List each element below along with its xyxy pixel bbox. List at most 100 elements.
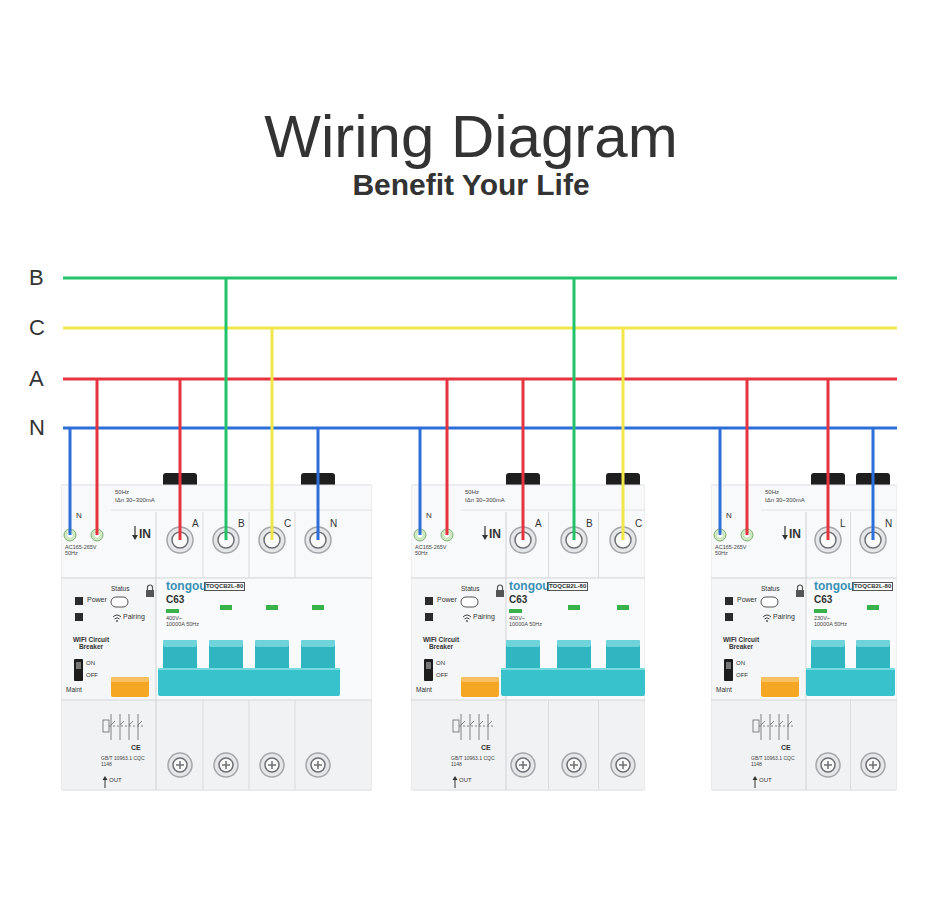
handle-bar <box>158 668 340 670</box>
bus-label: C <box>29 315 45 340</box>
green-indicator <box>509 609 522 613</box>
breaker-illustration <box>61 470 372 792</box>
small-terminal <box>64 529 76 541</box>
green-indicator <box>220 605 232 610</box>
pole-handle <box>163 640 197 647</box>
wifi-icon <box>766 620 768 622</box>
terminal-screw <box>218 532 234 548</box>
terminal-label: C <box>635 518 642 530</box>
screw-slot <box>872 761 874 769</box>
switch <box>74 659 83 681</box>
terminal-screw <box>311 758 325 772</box>
panel-edge <box>711 578 897 579</box>
out-arrow <box>755 780 756 788</box>
signal-led <box>725 613 733 621</box>
screw-slot <box>522 761 524 769</box>
switch <box>424 659 433 681</box>
terminal-label: N <box>330 518 337 530</box>
small-terminal <box>441 529 453 541</box>
indicator-label: Pairing <box>773 613 795 621</box>
power-led <box>425 597 433 605</box>
module-divider <box>806 512 807 790</box>
signal-led <box>75 613 83 621</box>
pole-divider <box>203 512 204 578</box>
switch-label: ON <box>736 660 745 667</box>
green-indicator <box>568 605 580 610</box>
model-number: TOQCB2L-80 <box>204 582 245 591</box>
screw-slot <box>827 761 829 769</box>
terminal-screw <box>260 753 284 777</box>
terminal-screw <box>515 532 531 548</box>
module-handle <box>111 677 149 697</box>
in-label: IN <box>139 528 151 542</box>
small-terminal-screw <box>95 533 100 538</box>
terminal-screw <box>172 532 188 548</box>
in-arrow <box>132 535 138 540</box>
breaker-body <box>711 485 897 790</box>
in-arrow <box>484 526 485 535</box>
pole-handle <box>255 640 289 647</box>
out-arrow <box>753 776 758 780</box>
screw-slot <box>622 761 624 769</box>
ce-mark: CE <box>131 744 141 752</box>
label-strip <box>111 510 372 511</box>
bus-line <box>63 277 897 280</box>
wifi-icon <box>116 620 118 622</box>
small-terminal-screw <box>418 533 423 538</box>
bus-bars <box>63 278 897 428</box>
indicator-label: Pairing <box>123 613 145 621</box>
rating-label: IΔn 30~300mA <box>765 497 805 504</box>
pole-handle <box>557 640 591 647</box>
green-indicator <box>814 609 827 613</box>
terminal-screw <box>310 532 326 548</box>
module-front <box>412 578 507 700</box>
top-panel <box>62 486 372 578</box>
schematic <box>138 721 142 725</box>
switch-knob <box>76 662 81 669</box>
model-number: TOQCB2L-80 <box>852 582 893 591</box>
green-indicator <box>312 605 324 610</box>
schematic <box>138 714 139 740</box>
indicator-label: Power <box>437 596 457 604</box>
breaker-body <box>411 485 645 790</box>
wifi-icon <box>113 615 121 619</box>
schematic <box>453 720 459 732</box>
terminal-screw <box>562 753 586 777</box>
bus-line <box>63 427 897 430</box>
out-arrow <box>105 780 106 788</box>
pole-divider <box>295 700 296 790</box>
schematic <box>461 714 462 740</box>
terminal-screw <box>561 527 587 553</box>
schematic <box>459 726 493 727</box>
lock-icon <box>148 585 153 590</box>
terminal-screw <box>264 532 280 548</box>
subtitle: Benefit Your Life <box>0 168 946 203</box>
pole-handle <box>856 640 890 647</box>
switch-label: OFF <box>86 672 98 679</box>
pole-handle <box>606 640 640 647</box>
terminal-screw <box>173 758 187 772</box>
rating-code: C63 <box>814 594 832 606</box>
terminal-screw <box>510 527 536 553</box>
schematic <box>479 721 483 725</box>
breaker-illustration <box>711 470 897 792</box>
terminal-screw <box>168 753 192 777</box>
rating-label: 400V~ 10000A 50Hz <box>509 615 545 628</box>
screw-slot <box>225 761 227 769</box>
supply-rating: AC165-265V 50Hz <box>415 544 459 557</box>
schematic <box>120 714 121 740</box>
breaker-illustration <box>411 470 645 792</box>
ce-mark: CE <box>781 744 791 752</box>
out-arrow <box>453 776 458 780</box>
switch-knob <box>726 662 731 669</box>
switch-label: Maint <box>416 686 432 693</box>
rating-label: 50Hz <box>465 489 479 496</box>
signal-led <box>425 613 433 621</box>
terminal-screw <box>865 532 881 548</box>
lock-icon <box>498 585 503 590</box>
product-name: WIFI Circuit Breaker <box>64 636 118 651</box>
small-terminal <box>414 529 426 541</box>
panel-edge <box>61 578 372 579</box>
switch-label: Maint <box>66 686 82 693</box>
schematic <box>129 714 130 740</box>
